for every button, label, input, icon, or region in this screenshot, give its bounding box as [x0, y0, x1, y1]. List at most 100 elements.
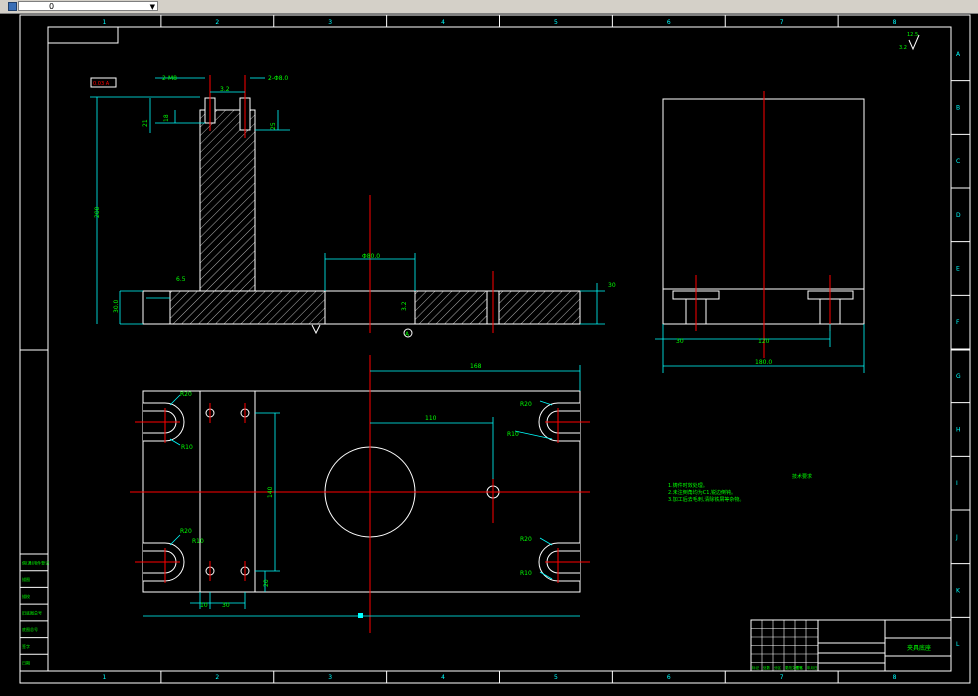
flatness-tag: 0.03 A [93, 81, 110, 87]
layer-combo[interactable]: 0 ▼ [18, 1, 158, 11]
left-table-label: 日期 [22, 660, 30, 666]
zone-col-4-top: 4 [441, 19, 445, 26]
zone-col-6-top: 6 [667, 19, 671, 26]
top-view: 168 110 140 20 10 30 R20 R10 R20 R10 R20… [130, 355, 590, 633]
dim-6-5: 6.5 [176, 276, 186, 283]
top-r20-bl: R20 [180, 528, 192, 535]
drawing-name: 夹具底座 [907, 644, 931, 652]
notes-line-3: 3.加工后去毛刺,清除铁屑等杂物。 [668, 496, 744, 503]
title-block-label: 分区 [774, 665, 782, 670]
zone-col-2-bot: 2 [215, 674, 219, 681]
front-base-outline [142, 290, 581, 325]
top-dim-140: 140 [267, 486, 274, 498]
top-dim-168: 168 [470, 363, 482, 370]
zone-row-A: A [956, 51, 961, 58]
left-table-label: 旧底图总号 [22, 610, 42, 616]
technical-notes: 技术要求 1.铸件时效处理。 2.未注倒角均为C1,锐边倒钝。 3.加工后去毛刺… [668, 473, 812, 503]
side-dim-180: 180.0 [755, 359, 772, 366]
top-dim-110: 110 [425, 415, 437, 422]
zone-row-J: J [955, 534, 958, 541]
side-dim-texts: 30 120 180.0 [676, 338, 772, 366]
top-dim-texts: 168 110 140 20 10 30 R20 R10 R20 R10 R20… [180, 363, 532, 609]
top-r20-tl: R20 [180, 391, 192, 398]
layer-icon[interactable] [8, 2, 17, 11]
zone-row-L: L [956, 641, 960, 648]
dim-2-phi8: 2-Φ8.0 [268, 75, 288, 82]
inner-frame [47, 26, 952, 672]
zone-col-7-bot: 7 [780, 674, 784, 681]
side-dim-120: 120 [758, 338, 770, 345]
zone-col-5-bot: 5 [554, 674, 558, 681]
title-block-label: 标记 [752, 665, 760, 670]
dim-phi80: Φ80.0 [362, 253, 380, 260]
zone-row-F: F [956, 319, 960, 326]
left-table-label: 借(通)用件登记 [22, 559, 49, 565]
datum-circle [403, 328, 413, 338]
front-datum-label: A [405, 331, 410, 338]
top-centerlines [130, 355, 590, 633]
zone-col-3-bot: 3 [328, 674, 332, 681]
zone-col-1-top: 1 [102, 19, 106, 26]
dim-25: 25 [270, 122, 277, 130]
top-dim-30: 30 [222, 602, 230, 609]
zone-row-C: C [956, 158, 960, 165]
zone-row-D: D [956, 212, 961, 219]
title-block-labels: 标记处数分区更改文件号签名年月日 [752, 665, 818, 670]
left-table-label: 签字 [22, 643, 30, 649]
top-r10-br: R10 [520, 570, 532, 577]
zone-col-3-top: 3 [328, 19, 332, 26]
roughness-other: 3.2 [899, 45, 907, 51]
top-r10-bl: R10 [192, 538, 204, 545]
top-dim-20: 20 [263, 579, 270, 587]
dim-21: 21 [142, 119, 149, 127]
front-column-hatch [169, 109, 326, 325]
zone-row-I: I [956, 480, 958, 487]
top-r20-tr: R20 [520, 401, 532, 408]
toolbar: 0 ▼ [0, 0, 978, 14]
side-dim-30: 30 [676, 338, 684, 345]
dim-200: 200 [94, 206, 101, 218]
roughness-corner-icon [908, 34, 920, 51]
corner-box [47, 26, 119, 44]
zone-row-E: E [956, 266, 960, 273]
notes-line-2: 2.未注倒角均为C1,锐边倒钝。 [668, 489, 736, 496]
roughness-corner: 12.5 3.2 [899, 32, 920, 51]
title-block-label: 签名 [796, 665, 803, 670]
zone-col-2-top: 2 [215, 19, 219, 26]
side-dims [655, 324, 865, 373]
zone-row-B: B [956, 105, 960, 112]
zone-col-8-top: 8 [893, 19, 897, 26]
zone-col-7-top: 7 [780, 19, 784, 26]
title-block: 夹具底座 标记处数分区更改文件号签名年月日 [750, 619, 952, 672]
left-table-label: 描图 [22, 576, 30, 582]
notes-line-1: 1.铸件时效处理。 [668, 482, 708, 489]
dim-roughness-top: 3.2 [220, 86, 230, 93]
front-dims [90, 77, 605, 325]
grip-marker[interactable] [358, 613, 363, 618]
flatness-frame [90, 77, 117, 88]
zone-columns: 1 1 2 2 3 3 4 4 5 5 6 6 7 7 8 8 [102, 15, 897, 683]
dim-30: 30.0 [113, 299, 120, 313]
front-dim-texts: 2-M8 2-Φ8.0 3.2 18 21 25 200 30.0 6.5 Φ8… [94, 75, 616, 338]
zone-col-1-bot: 1 [102, 674, 106, 681]
dim-30-right: 30 [608, 282, 616, 289]
left-table-label: 描校 [22, 593, 30, 599]
zone-row-G: G [956, 373, 961, 380]
zone-col-5-top: 5 [554, 19, 558, 26]
zone-col-6-bot: 6 [667, 674, 671, 681]
zone-col-4-bot: 4 [441, 674, 445, 681]
top-r20-br: R20 [520, 536, 532, 543]
chevron-down-icon[interactable]: ▼ [149, 3, 155, 11]
front-view: 2-M8 2-Φ8.0 3.2 18 21 25 200 30.0 6.5 Φ8… [90, 75, 616, 338]
layer-value: 0 [49, 2, 55, 11]
zone-col-8-bot: 8 [893, 674, 897, 681]
zone-row-H: H [956, 427, 961, 434]
dim-2-m8: 2-M8 [162, 75, 177, 82]
roughness-mark-front [311, 324, 321, 335]
top-r10-tr: R10 [507, 431, 519, 438]
